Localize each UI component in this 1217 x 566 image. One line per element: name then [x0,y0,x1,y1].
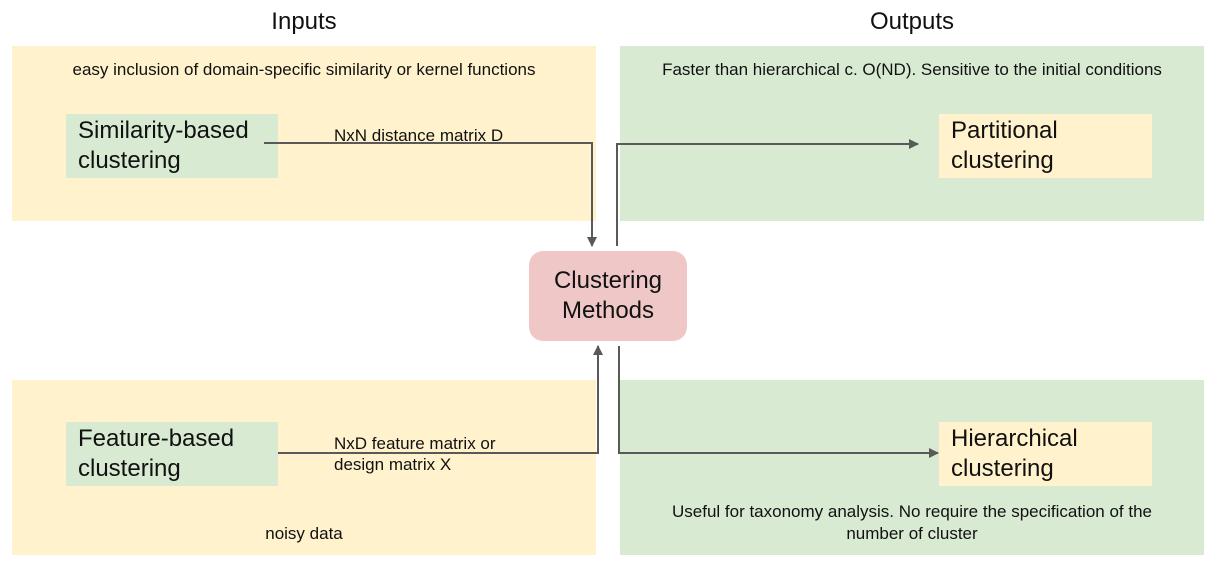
feature-node-line1: Feature-based [78,425,235,452]
hierarchical-node-line1: Hierarchical [951,425,1078,452]
feature-input-panel: Feature-based clustering noisy data [12,380,596,555]
hierarchical-node-line2: clustering [951,455,1054,482]
center-node-line2: Methods [561,297,655,324]
distance-matrix-arrow [264,142,597,247]
partitional-output-panel: Faster than hierarchical c. O(ND). Sensi… [620,46,1204,221]
hierarchical-note: Useful for taxonomy analysis. No require… [620,501,1204,545]
center-node-line1: Clustering [553,267,663,294]
outputs-heading: Outputs [869,8,955,35]
partitional-clustering-node: Partitional clustering [939,114,1152,178]
feature-matrix-label: NxD feature matrix or design matrix X [334,433,496,475]
similarity-node-line1: Similarity-based [78,117,249,144]
feature-based-clustering-node: Feature-based clustering [66,422,278,486]
partitional-node-line2: clustering [951,147,1054,174]
feature-matrix-label-line2: design matrix X [334,455,452,474]
hierarchical-note-line1: Useful for taxonomy analysis. No require… [671,502,1153,521]
clustering-methods-node: Clustering Methods [529,251,687,341]
hierarchical-output-arrow [618,346,939,458]
feature-node-line2: clustering [78,455,181,482]
partitional-note: Faster than hierarchical c. O(ND). Sensi… [662,60,1162,79]
hierarchical-output-panel: Hierarchical clustering Useful for taxon… [620,380,1204,555]
distance-matrix-label: NxN distance matrix D [334,126,504,145]
inputs-heading: Inputs [271,8,337,35]
partitional-node-line1: Partitional [951,117,1058,144]
partitional-output-arrow [616,139,919,246]
similarity-node-line2: clustering [78,147,181,174]
feature-note: noisy data [265,524,343,543]
feature-matrix-label-line1: NxD feature matrix or [334,434,496,453]
similarity-input-panel: easy inclusion of domain-specific simila… [12,46,596,221]
hierarchical-clustering-node: Hierarchical clustering [939,422,1152,486]
feature-matrix-arrow [278,345,603,454]
hierarchical-note-line2: number of cluster [846,524,978,543]
similarity-based-clustering-node: Similarity-based clustering [66,114,278,178]
similarity-note: easy inclusion of domain-specific simila… [72,60,536,79]
